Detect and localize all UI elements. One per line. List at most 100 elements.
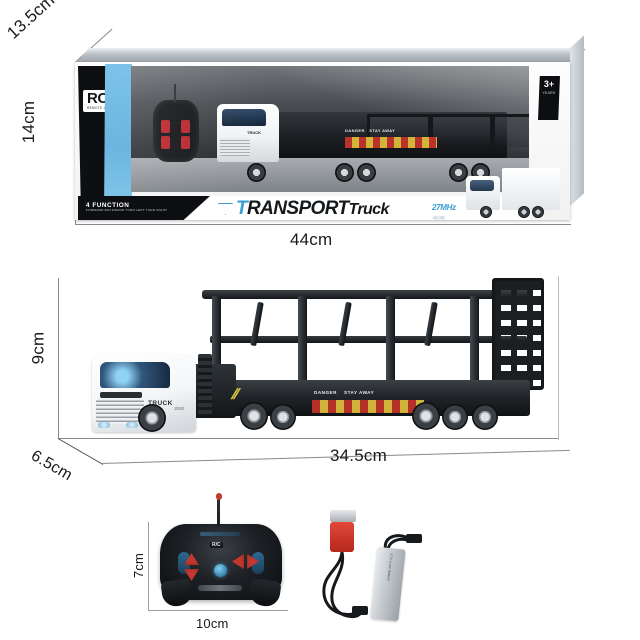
package-section: 13.5cm 14cm 44cm RC REMOTE CONTROL: [0, 0, 640, 250]
carrier-rear-ramp-gate: [492, 278, 544, 390]
packaged-remote-button: [161, 120, 170, 133]
triangle-logo-icon: [218, 203, 233, 215]
package-width-label: 44cm: [290, 230, 333, 249]
cab-windshield: [100, 362, 170, 388]
carrier-post: [470, 296, 479, 384]
title-main: RANSPORT: [247, 198, 349, 219]
remote-left-wing-accent: [178, 552, 190, 574]
package-side-face: [570, 35, 584, 206]
model-section: 9cm 6.5cm 34.5cm DANGER STA: [0, 250, 640, 500]
trailer-warning-decal: DANGER STAY AWAY: [314, 390, 374, 395]
truck-wheel: [442, 404, 468, 430]
truck-wheel: [412, 402, 440, 430]
battery-label: 3.7V Li-ion Battery: [386, 552, 394, 582]
package-truck-photo: [466, 168, 564, 220]
cab-grille: [96, 398, 144, 424]
cab-badge-strip: [100, 392, 142, 398]
remote-brand-marking: [200, 532, 240, 536]
packaged-truck-cab: TRUCK: [217, 104, 279, 162]
packaged-remote-control: [153, 84, 199, 162]
package-product-title: TRANSPORTTruck: [236, 198, 389, 220]
model-depth-label: 6.5cm: [28, 447, 76, 485]
package-lid-strip: [84, 48, 585, 54]
package-left-black-panel: [78, 66, 108, 216]
model-height-label: 9cm: [28, 331, 48, 365]
carrier-post: [386, 296, 395, 384]
packaged-truck-wheel: [449, 163, 468, 182]
cab-brand-text: TRUCK: [148, 400, 173, 407]
carrier-post: [212, 296, 221, 384]
remote-led-indicator: [198, 585, 242, 591]
age-recommendation-badge: 3+ YEARS: [538, 76, 560, 120]
remote-control[interactable]: R/C: [160, 493, 282, 608]
carrier-post: [298, 296, 307, 384]
truck-wheel: [240, 402, 268, 430]
package-width-guide: [75, 224, 571, 225]
cab-model-number: 3000: [174, 406, 185, 411]
trailer-hazard-stripe: [312, 400, 424, 413]
package-truck-photo-window: [470, 180, 494, 191]
accessory-section: 7cm 10cm R/C: [0, 493, 640, 640]
remote-turn-right-button[interactable]: [247, 554, 259, 569]
usb-charger-housing: [330, 522, 354, 552]
packaged-remote-antenna: [174, 84, 176, 102]
package-truck-photo-wheel: [532, 206, 544, 218]
packaged-truck-warning-text: DANGER STAY AWAY: [345, 128, 395, 133]
remote-right-wing-accent: [252, 552, 264, 574]
model-length-label: 34.5cm: [330, 446, 387, 465]
frequency-callout: 27MHz ≪≪: [432, 198, 456, 223]
packaged-truck-wheel: [357, 163, 376, 182]
model-right-guide: [558, 276, 559, 440]
packaged-remote-button: [161, 136, 170, 149]
packaged-truck-wheel: [247, 163, 266, 182]
package-title-black-wedge: [78, 196, 210, 220]
remote-width-label: 10cm: [196, 616, 229, 631]
rc-logo-subtext: REMOTE CONTROL: [87, 106, 122, 110]
remote-forward-button[interactable]: [184, 553, 199, 565]
car-carrier-frame: [202, 290, 532, 384]
packaged-truck-trailer: [275, 112, 529, 158]
carrier-mid-rail: [210, 336, 527, 343]
remote-turn-left-button[interactable]: [232, 554, 244, 569]
remote-backward-button[interactable]: [184, 569, 199, 581]
truck-wheel: [138, 404, 166, 432]
package-truck-photo-wheel: [480, 206, 492, 218]
cab-headlight: [98, 422, 110, 428]
truck-exhaust-stack: [198, 354, 212, 416]
title-initial: T: [236, 198, 248, 219]
truck-wheel: [472, 404, 498, 430]
packaged-truck-cab-label: TRUCK: [247, 130, 261, 135]
function-label: 4 FUNCTION: [86, 202, 130, 209]
package-blue-band: [104, 64, 132, 216]
remote-light-button[interactable]: [214, 564, 227, 577]
charging-accessories: 3.7V Li-ion Battery: [316, 508, 436, 632]
age-badge-value: 3+: [543, 79, 555, 89]
package-title-bar: 4 FUNCTION FORWARD BACKWARD TURN LEFT TU…: [78, 196, 530, 220]
package-display-window: DANGER STAY AWAY TRUCK: [131, 66, 529, 192]
truck-wheel: [270, 404, 296, 430]
function-sublabel: FORWARD BACKWARD TURN LEFT TURN RIGHT: [86, 208, 168, 213]
packaged-truck-hazard-stripe: [345, 137, 437, 148]
packaged-remote-button: [181, 120, 190, 133]
packaged-truck-wheel: [335, 163, 354, 182]
usb-connector: [330, 510, 356, 522]
age-badge-unit: YEARS: [542, 91, 556, 95]
model-baseline-guide: [58, 438, 558, 439]
packaged-truck-windshield: [222, 109, 266, 126]
title-script: Truck: [348, 201, 390, 218]
packaged-remote-button: [181, 136, 190, 149]
package-depth-label: 13.5cm: [3, 0, 59, 43]
rc-logo-text: RC: [87, 90, 108, 107]
package-truck-photo-wheel: [518, 206, 530, 218]
carrier-top-rail: [202, 290, 532, 299]
truck-model: DANGER STAY AWAY // TRUCK 3000: [80, 268, 550, 468]
packaged-truck-grille: [220, 138, 250, 156]
remote-width-guide: [148, 610, 288, 611]
package-truck-photo-cab: [466, 176, 500, 210]
package-truck-photo-box: [502, 168, 560, 210]
remote-antenna: [215, 493, 222, 526]
remote-grip-left: [160, 578, 194, 608]
function-callout: 4 FUNCTION FORWARD BACKWARD TURN LEFT TU…: [86, 202, 167, 213]
danger-text: DANGER: [314, 390, 337, 395]
